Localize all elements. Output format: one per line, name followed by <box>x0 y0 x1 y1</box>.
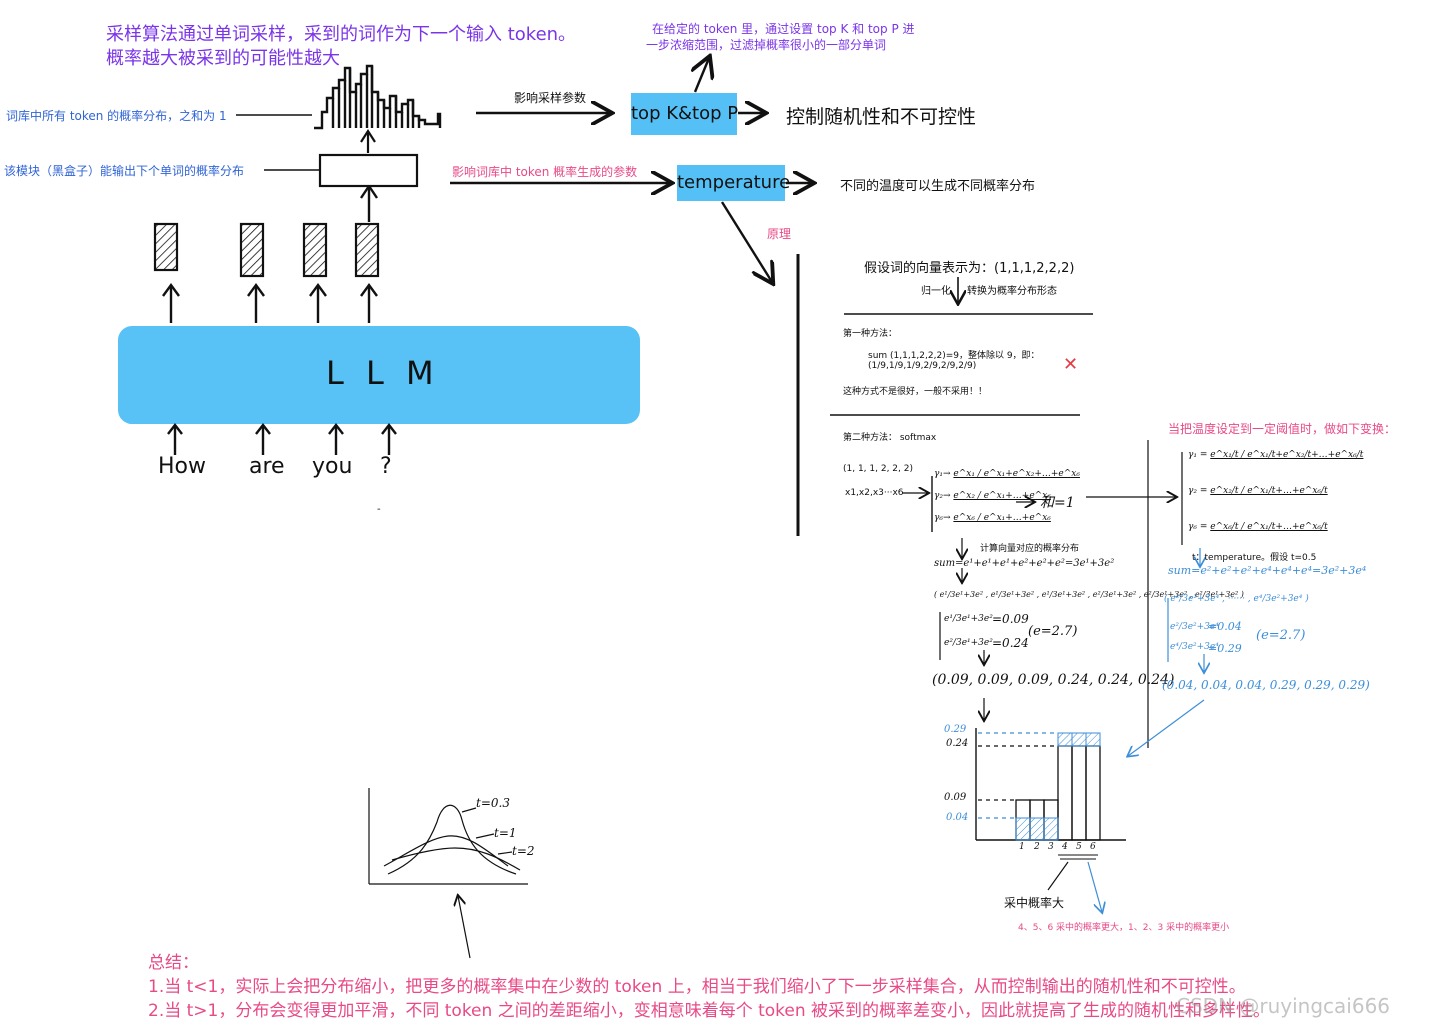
bar-x-label-5: 5 <box>1076 842 1082 852</box>
softmax-sum: sum=e¹+e¹+e¹+e²+e²+e²=3e¹+3e² <box>934 558 1115 569</box>
bar-y-label-2: 0.09 <box>944 792 967 803</box>
convert-label: 转换为概率分布形态 <box>967 286 1057 297</box>
principle-label: 原理 <box>767 227 792 241</box>
temperature-arrow-label: 影响词库中 token 概率生成的参数 <box>452 165 638 179</box>
topk-effect: 控制随机性和不可控性 <box>786 106 977 128</box>
temp-small-frac: e²/3e²+3e⁴ <box>1170 622 1219 632</box>
temperature-effect: 不同的温度可以生成不同概率分布 <box>840 179 1036 194</box>
temp-panel-title: 当把温度设定到一定阈值时，做如下变换： <box>1168 422 1397 436</box>
bar-x-label-1: 1 <box>1019 842 1025 852</box>
softmax-large-frac: e²/3e¹+3e² <box>944 638 993 648</box>
bar-x-label-4: 4 <box>1062 842 1068 852</box>
e-value: (e=2.7) <box>1028 624 1078 639</box>
input-token-how: How <box>158 454 206 479</box>
method2-title: 第二种方法： softmax <box>843 433 937 443</box>
softmax-fraction-row: ( e¹/3e¹+3e² , e¹/3e¹+3e² , e¹/3e¹+3e² ,… <box>934 590 1244 599</box>
vector-title: 假设词的向量表示为：(1,1,1,2,2,2) <box>864 261 1075 276</box>
softmax-vector: (1, 1, 1, 2, 2, 2) <box>843 464 913 474</box>
bar-x-label-3: 3 <box>1048 842 1054 852</box>
softmax-large-value: =0.24 <box>992 636 1029 650</box>
header-line-2: 概率越大被采到的可能性越大 <box>106 48 340 69</box>
bar-y-label-3: 0.04 <box>946 812 969 823</box>
temp-fraction-6: γ₆ = e^x₆/t / e^x₁/t+…+e^x₆/t <box>1188 522 1328 532</box>
softmax-fraction-6: γ₆→ e^x₆ / e^x₁+…+e^x₆ <box>934 513 1051 523</box>
input-token-question: ? <box>380 454 392 479</box>
bar-x-label-2: 2 <box>1034 842 1040 852</box>
input-arrows <box>167 423 397 455</box>
summary-line-2: 2.当 t>1，分布会变得更加平滑，不同 token 之间的差距缩小，变相意味着… <box>148 1001 1271 1021</box>
topk-arrow-label: 影响采样参数 <box>514 91 587 105</box>
temp-large-frac: e⁴/3e²+3e⁴ <box>1170 642 1219 652</box>
llm-label: L L M <box>326 354 440 392</box>
temp-fraction-1: γ₁ = e^x₁/t / e^x₁/t+e^x₂/t+…+e^x₆/t <box>1188 450 1364 460</box>
summary-title: 总结： <box>148 953 199 973</box>
input-token-are: are <box>249 454 285 479</box>
input-token-you: you <box>312 454 353 479</box>
bar-x-label-6: 6 <box>1090 842 1096 852</box>
bar-note: 4、5、6 采中的概率更大，1、2、3 采中的概率更小 <box>1018 923 1230 933</box>
temperature-box: temperature <box>677 165 790 201</box>
temp-large-value: =0.29 <box>1208 642 1242 655</box>
method1-line-1: sum (1,1,1,2,2,2)=9，整体除以 9，即： <box>868 351 1040 361</box>
temp-sum: sum=e²+e²+e²+e⁴+e⁴+e⁴=3e²+3e⁴ <box>1168 564 1367 577</box>
temp-e-value: (e=2.7) <box>1256 628 1306 643</box>
calc-label: 计算向量对应的概率分布 <box>980 544 1080 554</box>
topk-note-line-1: 在给定的 token 里，通过设置 top K 和 top P 进 <box>652 22 915 36</box>
method1-verdict: 这种方式不是很好，一般不采用！！ <box>843 387 988 397</box>
temperature-curves <box>368 788 528 959</box>
header-line-1: 采样算法通过单词采样，采到的词作为下一个输入 token。 <box>106 24 577 45</box>
softmax-fraction-2: γ₂→ e^x₂ / e^x₁+…+e^x₆ <box>934 491 1051 501</box>
method1-title: 第一种方法： <box>843 329 898 339</box>
probability-histogram <box>314 64 442 130</box>
bar-caption: 采中概率大 <box>1004 896 1065 910</box>
softmax-result: (0.09, 0.09, 0.09, 0.24, 0.24, 0.24) <box>932 672 1175 688</box>
hidden-vectors <box>153 222 380 278</box>
temp-small-value: =0.04 <box>1208 620 1242 633</box>
module-label: 该模块（黑盒子）能输出下个单词的概率分布 <box>4 164 245 178</box>
temp-fraction-2: γ₂ = e^x₂/t / e^x₁/t+…+e^x₆/t <box>1188 486 1328 496</box>
softmax-fraction-1: γ₁→ e^x₁ / e^x₁+e^x₂+…+e^x₆ <box>934 469 1080 479</box>
topk-note-line-2: 一步浓缩范围，过滤掉概率很小的一部分单词 <box>646 38 887 52</box>
bar-chart <box>975 728 1126 912</box>
softmax-small-frac: e¹/3e¹+3e² <box>944 614 993 624</box>
cross-icon: ✕ <box>1063 354 1079 375</box>
bar-y-label-1: 0.24 <box>946 738 969 749</box>
module-box <box>318 153 419 188</box>
curve-label-t1: t=1 <box>494 826 517 840</box>
watermark: CSDN @ruyingcai666 <box>1176 994 1391 1018</box>
method1-line-2: (1/9,1/9,1/9,2/9,2/9,2/9) <box>868 361 977 371</box>
llm-box <box>118 326 640 424</box>
softmax-vector-names: x1,x2,x3···x6 <box>845 488 904 498</box>
curve-label-t2: t=2 <box>512 844 535 858</box>
output-arrows <box>162 282 378 323</box>
temp-fraction-row: ( e²/3e²+3e⁴ , ······ , e⁴/3e²+3e⁴ ) <box>1164 594 1309 604</box>
distribution-label: 词库中所有 token 的概率分布，之和为 1 <box>6 109 227 123</box>
topk-box: top K&top P <box>631 93 738 135</box>
stray-dot: - <box>377 504 381 515</box>
normalize-label: 归一化 <box>921 286 951 297</box>
temp-result: (0.04, 0.04, 0.04, 0.29, 0.29, 0.29) <box>1162 678 1370 692</box>
sum-equals-one: 和=1 <box>1040 495 1075 511</box>
summary-line-1: 1.当 t<1，实际上会把分布缩小，把更多的概率集中在少数的 token 上，相… <box>148 977 1246 997</box>
temp-note: t：temperature。假设 t=0.5 <box>1192 553 1317 563</box>
curve-label-t03: t=0.3 <box>476 796 510 810</box>
softmax-small-value: =0.09 <box>992 612 1029 626</box>
bar-y-label-0: 0.29 <box>944 724 967 735</box>
